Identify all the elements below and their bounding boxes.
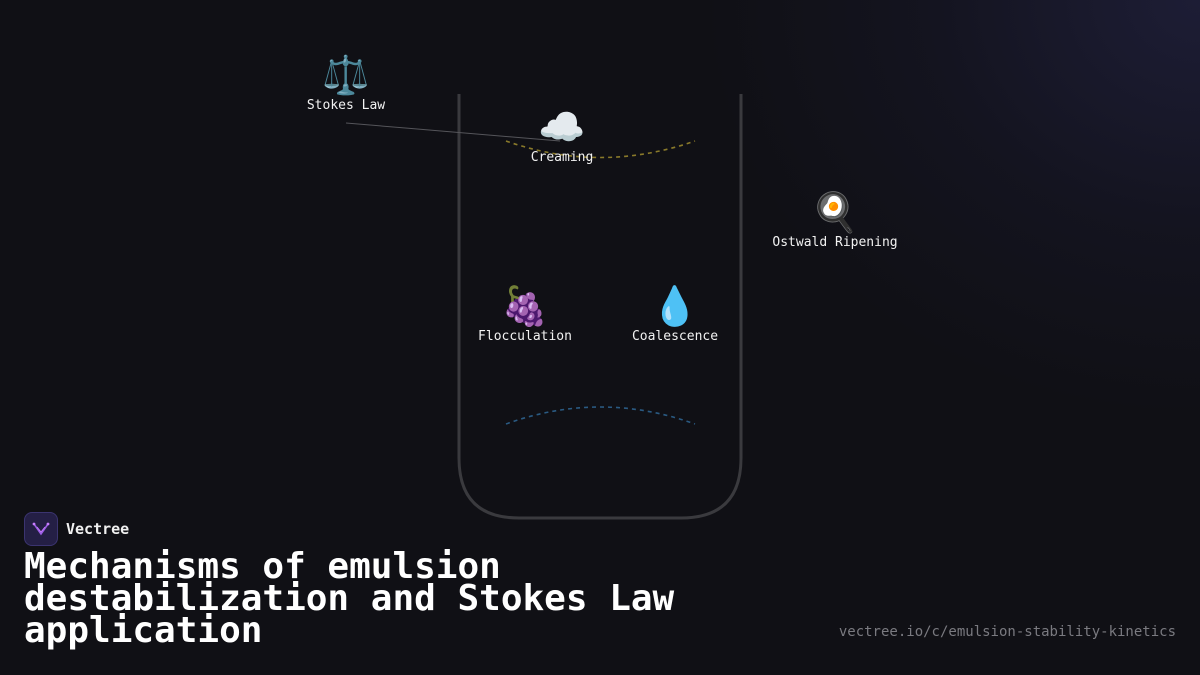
node-flocculation: 🍇 Flocculation	[478, 283, 572, 344]
cream-layer-curve	[505, 140, 696, 159]
node-label-coalescence: Coalescence	[631, 329, 719, 344]
droplet-icon: 💧	[651, 284, 699, 328]
sediment-layer-curve	[505, 406, 696, 425]
node-label-ostwald-ripening: Ostwald Ripening	[772, 235, 898, 250]
brand-name: Vectree	[66, 520, 130, 538]
stokes-to-creaming-connector	[345, 122, 561, 142]
node-label-flocculation: Flocculation	[478, 329, 572, 344]
fried-egg-pan-icon: 🍳	[811, 190, 859, 234]
cloud-icon: ☁️	[538, 105, 586, 149]
brand: Vectree	[24, 512, 129, 546]
node-label-stokes-law: Stokes Law	[306, 98, 386, 113]
page-title: Mechanisms of emulsion destabilization a…	[24, 546, 675, 651]
node-coalescence: 💧 Coalescence	[632, 283, 718, 344]
vectree-logo-icon	[24, 512, 58, 546]
node-creaming: ☁️ Creaming	[531, 104, 594, 165]
balance-scale-icon: ⚖️	[322, 53, 370, 97]
node-stokes-law: ⚖️ Stokes Law	[307, 52, 385, 113]
beaker-outline	[457, 94, 743, 520]
node-ostwald-ripening: 🍳 Ostwald Ripening	[772, 189, 897, 250]
source-url[interactable]: vectree.io/c/emulsion-stability-kinetics	[838, 624, 1176, 640]
node-label-creaming: Creaming	[530, 150, 594, 165]
grapes-icon: 🍇	[501, 284, 549, 328]
